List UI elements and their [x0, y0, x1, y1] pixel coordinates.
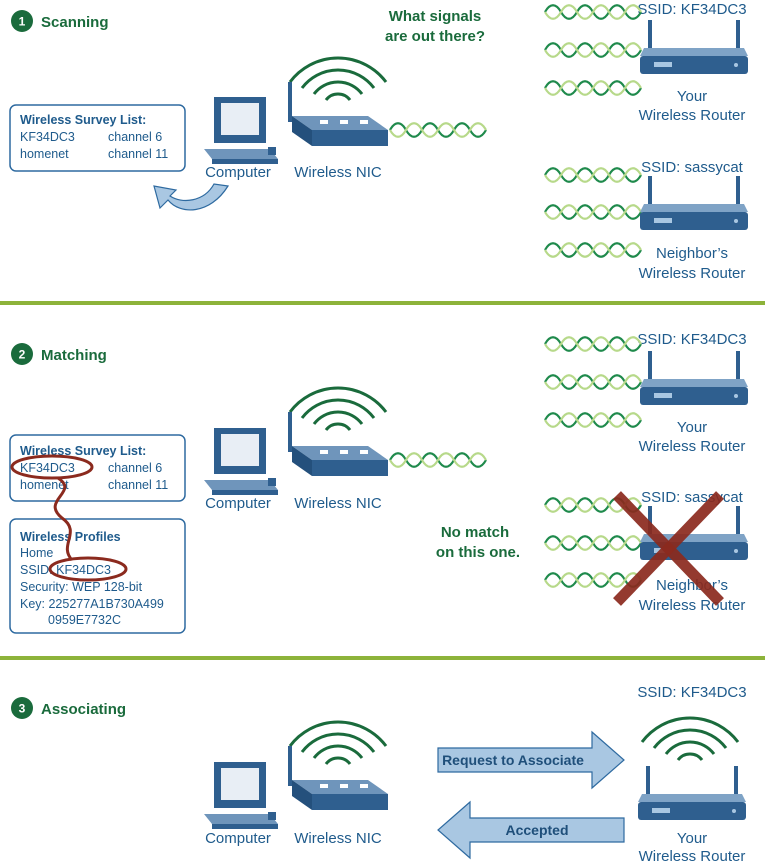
- accepted-arrow-icon: [437, 800, 625, 860]
- nic-signal-wave-2-icon: [388, 452, 488, 468]
- home-router-ssid: SSID: KF34DC3: [637, 1, 746, 18]
- neighbor-router-ssid: SSID: sassycat: [641, 159, 744, 176]
- neighbor-router-icon: [640, 176, 748, 230]
- wireless-nic-icon-2: [286, 386, 390, 478]
- home-router-wave-1-icon: [543, 4, 643, 20]
- home-router-wave-4-icon: [543, 336, 643, 352]
- section-divider-1: [0, 301, 765, 305]
- home-router-wave-5-icon: [543, 374, 643, 390]
- survey-row-2-channel: channel 11: [108, 147, 168, 161]
- wireless-profiles-box: [9, 518, 186, 634]
- home-router-label-5: Your: [677, 830, 707, 847]
- survey-row-2-channel-2: channel 11: [108, 478, 168, 492]
- profile-key-line-1: Key: 225277A1B730A499: [20, 597, 164, 611]
- survey-row-2-ssid: homenet: [20, 147, 69, 161]
- step-2-badge: [11, 343, 33, 365]
- computer-label-2: Computer: [205, 495, 271, 512]
- survey-list-box-2: [9, 434, 186, 502]
- nic-signal-wave-icon: [388, 122, 488, 138]
- computer-label: Computer: [205, 164, 271, 181]
- step-3-number: 3: [19, 702, 26, 716]
- home-router-label-1: Your: [677, 88, 707, 105]
- profile-key-line-2: 0959E7732C: [48, 613, 121, 627]
- survey-row-1-channel: channel 6: [108, 130, 162, 144]
- computer-icon: [204, 97, 278, 164]
- home-router-label-4: Wireless Router: [639, 438, 746, 455]
- return-arrow-icon: [153, 183, 229, 211]
- section-associating: 3 Associating Computer Wireless NIC Requ…: [11, 684, 747, 864]
- step-1-badge: [11, 10, 33, 32]
- profile-ssid: SSID: KF34DC3: [20, 563, 111, 577]
- step-2-number: 2: [19, 348, 26, 362]
- question-line-1: What signals: [389, 8, 482, 25]
- home-router-radio-waves-icon: [640, 716, 740, 761]
- home-router-label-3: Your: [677, 419, 707, 436]
- home-router-label-2: Wireless Router: [639, 107, 746, 124]
- nic-label: Wireless NIC: [294, 164, 382, 181]
- survey-row-1-ssid-2: KF34DC3: [20, 461, 75, 475]
- section-matching: 2 Matching Wireless Survey List: KF34DC3…: [9, 331, 748, 634]
- survey-list-box: [9, 104, 186, 172]
- wireless-nic-icon: [286, 56, 390, 148]
- no-match-cross-icon: [613, 491, 724, 606]
- step-3-title: Associating: [41, 701, 126, 718]
- section-scanning: 1 Scanning What signals are out there? W…: [9, 1, 748, 282]
- survey-row-2-ssid-2: homenet: [20, 478, 69, 492]
- step-1-title: Scanning: [41, 14, 109, 31]
- step-3-badge: [11, 697, 33, 719]
- wireless-nic-icon-3: [286, 720, 390, 812]
- home-router-wave-2-icon: [543, 42, 643, 58]
- neighbor-router-label-1: Neighbor’s: [656, 245, 728, 262]
- accepted-label: Accepted: [505, 822, 568, 838]
- home-router-icon-3: [638, 766, 746, 820]
- request-to-associate-label: Request to Associate: [442, 752, 584, 768]
- neighbor-router-ssid-2: SSID: sassycat: [641, 489, 744, 506]
- neighbor-router-wave-5-icon: [543, 535, 643, 551]
- computer-icon-3: [204, 762, 278, 829]
- neighbor-router-wave-1-icon: [543, 167, 643, 183]
- survey-list-title-2: Wireless Survey List:: [20, 444, 146, 458]
- nic-label-2: Wireless NIC: [294, 495, 382, 512]
- match-highlight-profile: [48, 556, 128, 582]
- home-router-icon: [640, 20, 748, 74]
- neighbor-router-wave-3-icon: [543, 242, 643, 258]
- step-2-title: Matching: [41, 347, 107, 364]
- nic-label-3: Wireless NIC: [294, 830, 382, 847]
- computer-icon-2: [204, 428, 278, 495]
- computer-label-3: Computer: [205, 830, 271, 847]
- profile-security: Security: WEP 128-bit: [20, 580, 143, 594]
- home-router-wave-3-icon: [543, 80, 643, 96]
- home-router-ssid-3: SSID: KF34DC3: [637, 684, 746, 701]
- request-arrow-icon: [437, 730, 625, 790]
- no-match-line-1: No match: [441, 524, 509, 541]
- neighbor-router-label-2: Wireless Router: [639, 265, 746, 282]
- match-connector: [53, 476, 74, 562]
- home-router-wave-6-icon: [543, 412, 643, 428]
- home-router-icon-2: [640, 351, 748, 405]
- home-router-label-6: Wireless Router: [639, 848, 746, 864]
- survey-list-title: Wireless Survey List:: [20, 113, 146, 127]
- profile-name: Home: [20, 546, 53, 560]
- neighbor-router-label-4: Wireless Router: [639, 597, 746, 614]
- section-divider-2: [0, 656, 765, 660]
- no-match-line-2: on this one.: [436, 544, 520, 561]
- question-line-2: are out there?: [385, 28, 485, 45]
- step-1-number: 1: [19, 15, 26, 29]
- survey-row-1-ssid: KF34DC3: [20, 130, 75, 144]
- survey-row-1-channel-2: channel 6: [108, 461, 162, 475]
- home-router-ssid-2: SSID: KF34DC3: [637, 331, 746, 348]
- neighbor-router-wave-2-icon: [543, 204, 643, 220]
- match-highlight-survey: [10, 454, 94, 480]
